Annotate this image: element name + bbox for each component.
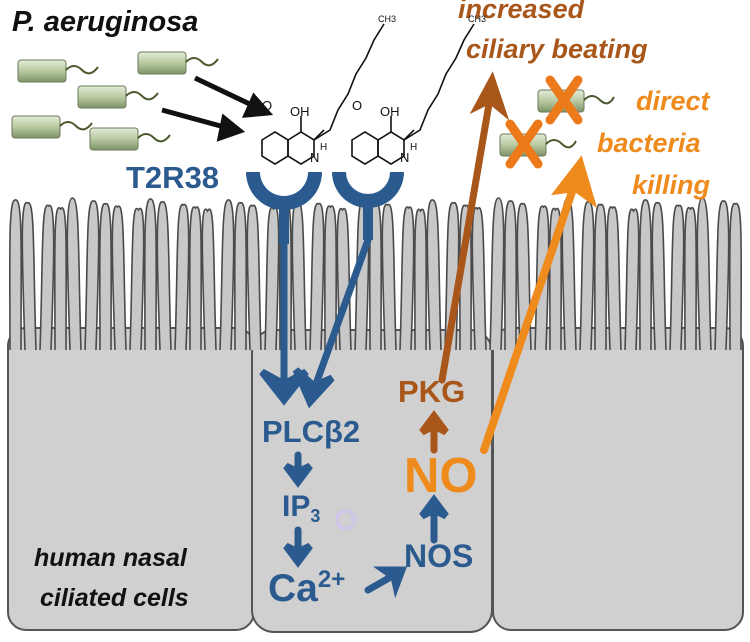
cilium — [188, 206, 203, 351]
cilium — [471, 206, 487, 351]
cell-label-line2: ciliated cells — [40, 584, 189, 612]
killed-bacterium — [499, 133, 577, 157]
atom-label: OH — [380, 104, 400, 119]
atom-label: CH3 — [468, 14, 487, 24]
cilium — [264, 206, 280, 351]
cilium — [503, 200, 518, 351]
cilium — [219, 199, 235, 351]
no-label: NO — [404, 449, 478, 503]
plcb2-label: PLCβ2 — [262, 414, 361, 449]
blue-signal-arrows — [259, 236, 449, 599]
cilium — [399, 206, 415, 351]
cilium — [111, 205, 127, 351]
cilium — [246, 204, 262, 351]
cilium — [156, 201, 172, 351]
no-killing-arrow — [480, 155, 598, 454]
quinolone-molecule — [351, 23, 475, 165]
bacteria-group — [11, 51, 615, 157]
faded-mark: O — [334, 504, 358, 537]
killing-label-line3: killing — [632, 170, 711, 200]
pkg-arrows — [419, 71, 510, 454]
cilium — [309, 202, 325, 351]
receptor-label: T2R38 — [126, 160, 220, 195]
cilium — [39, 204, 55, 351]
cilium — [8, 199, 23, 351]
ip3-base: IP — [282, 490, 311, 523]
pkg-label: PKG — [398, 374, 466, 409]
cilium — [669, 204, 685, 351]
atom-label: O — [262, 98, 273, 113]
bacterium — [89, 127, 171, 151]
cilium — [21, 202, 37, 351]
cilium — [66, 197, 82, 351]
cilium — [98, 203, 113, 351]
atom-label: O — [352, 98, 363, 113]
calcium-label: Ca2+ — [268, 566, 345, 611]
cilium — [426, 199, 442, 351]
killed-bacterium — [537, 89, 615, 113]
cilium — [696, 197, 712, 351]
ip3-label: IP3 — [282, 490, 320, 527]
cilium — [381, 203, 397, 351]
bacterium — [77, 85, 159, 109]
cilium — [174, 203, 190, 351]
cilium — [489, 197, 505, 351]
atom-label: OH — [290, 104, 310, 119]
nos-label: NOS — [404, 538, 474, 574]
cilium — [201, 208, 217, 351]
cilium — [143, 198, 158, 351]
atom-label: N — [400, 150, 410, 165]
cilium — [593, 203, 608, 351]
inhibition-x-mark — [505, 75, 583, 169]
cilium — [624, 208, 640, 351]
cilium — [413, 208, 428, 351]
cilium — [291, 200, 307, 351]
cilium — [579, 201, 595, 351]
quinolone-molecule — [261, 23, 385, 165]
bacterium — [137, 51, 219, 75]
t2r38-receptor — [246, 172, 404, 244]
ligand-release-arrows — [161, 75, 274, 142]
atom-label: CH3 — [378, 14, 397, 24]
cell-label-line1: human nasal — [34, 544, 187, 572]
cilium — [728, 202, 743, 351]
cilium — [651, 202, 667, 351]
cilium — [638, 199, 653, 351]
organism-label: P. aeruginosa — [12, 6, 199, 38]
atom-label: H — [320, 142, 328, 153]
cilium — [129, 207, 145, 351]
cilium — [84, 200, 100, 351]
cilium — [606, 206, 622, 351]
cilium — [714, 200, 730, 351]
ip3-subscript: 3 — [310, 506, 321, 526]
cilium — [323, 205, 338, 351]
bacterium — [11, 115, 93, 139]
calcium-base: Ca — [268, 567, 318, 610]
ciliary-beating-label-line2: ciliary beating — [466, 34, 648, 64]
cilium — [53, 206, 68, 351]
cell-right — [492, 327, 744, 631]
killing-label-line1: direct — [636, 86, 710, 116]
ciliary-beating-label-line1: increased — [458, 0, 585, 24]
calcium-superscript: 2+ — [317, 566, 346, 593]
cilia-field — [8, 197, 743, 351]
bacterium — [17, 59, 99, 83]
cilium — [683, 206, 698, 351]
atom-label: N — [310, 150, 320, 165]
atom-label: H — [410, 142, 418, 153]
cilium — [233, 202, 248, 351]
killing-label-line2: bacteria — [597, 128, 701, 158]
cell-layer — [7, 197, 744, 633]
